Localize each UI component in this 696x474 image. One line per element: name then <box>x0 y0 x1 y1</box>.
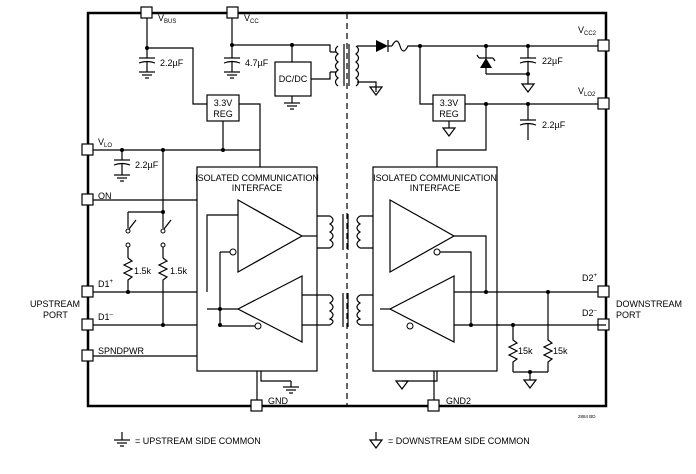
svg-text:ON: ON <box>98 191 112 201</box>
svg-text:1.5k: 1.5k <box>170 266 188 276</box>
pin-gnd: GND <box>250 371 299 412</box>
vlo2-feed <box>436 104 487 167</box>
upstream-label-1: UPSTREAM <box>30 299 80 309</box>
svg-text:VBUS: VBUS <box>158 13 176 25</box>
svg-text:GND: GND <box>268 396 289 406</box>
vcc-wire <box>231 18 293 50</box>
vbus-wire <box>146 18 207 105</box>
svg-text:VCC2: VCC2 <box>578 25 597 37</box>
cap-vlo: 2.2µF <box>113 150 159 182</box>
legend-downstream-common: = DOWNSTREAM SIDE COMMON <box>368 432 530 449</box>
svg-text:D2–: D2– <box>582 308 598 318</box>
svg-text:15k: 15k <box>518 346 533 356</box>
vlo-rail <box>93 149 261 167</box>
pin-vcc2: VCC2 <box>578 25 610 52</box>
pin-spndpwr: SPNDPWR <box>81 346 145 362</box>
rectifier-diode <box>376 40 389 52</box>
right-isolated-interface: ISOLATED COMMUNICATION INTERFACE <box>372 166 606 382</box>
svg-text:VLO: VLO <box>98 137 112 149</box>
pin-gnd2: GND2 <box>394 371 471 412</box>
pin-d1m: D1– <box>81 312 114 331</box>
reg-right: 3.3V REG <box>432 94 466 122</box>
dcdc-return <box>311 72 331 80</box>
pin-vlo: VLO <box>81 137 112 156</box>
svg-text:SPNDPWR: SPNDPWR <box>98 346 145 356</box>
dcdc-to-xfmr <box>292 44 331 52</box>
svg-text:INTERFACE: INTERFACE <box>232 183 283 193</box>
right-xfmr-leads <box>360 215 373 326</box>
svg-text:= UPSTREAM SIDE COMMON: = UPSTREAM SIDE COMMON <box>135 436 261 446</box>
resistor-d2m: 15k <box>507 325 533 372</box>
svg-text:22µF: 22µF <box>542 56 563 66</box>
pin-vlo2: VLO2 <box>578 86 610 110</box>
svg-text:DC/DC: DC/DC <box>279 74 308 84</box>
resistor-d1m: 1.5k <box>157 257 188 325</box>
svg-text:D1–: D1– <box>98 312 114 322</box>
power-transformer <box>330 44 360 87</box>
dcdc-converter: DC/DC <box>274 50 312 110</box>
svg-text:REG: REG <box>439 109 459 119</box>
reg-left-output <box>239 103 261 150</box>
svg-text:3.3V: 3.3V <box>214 98 233 108</box>
left-xfmr-leads <box>317 215 330 326</box>
svg-text:= DOWNSTREAM SIDE COMMON: = DOWNSTREAM SIDE COMMON <box>388 436 530 446</box>
svg-text:3.3V: 3.3V <box>440 98 459 108</box>
signal-transformer-upper <box>328 214 362 250</box>
svg-text:D1+: D1+ <box>98 279 114 289</box>
figure-number: 2884 BD <box>578 414 596 419</box>
svg-text:INTERFACE: INTERFACE <box>410 183 461 193</box>
svg-text:VCC: VCC <box>244 13 259 25</box>
switch-d1m <box>160 212 172 258</box>
svg-text:ISOLATED COMMUNICATION: ISOLATED COMMUNICATION <box>195 173 319 183</box>
cap-vbus: 2.2µF <box>138 48 184 79</box>
reg-left: 3.3V REG <box>206 94 240 122</box>
svg-text:GND2: GND2 <box>446 396 471 406</box>
downstream-label-1: DOWNSTREAM <box>616 299 682 309</box>
svg-text:15k: 15k <box>553 346 568 356</box>
cap-vcc2: 22µF <box>519 46 563 84</box>
cap-vlo2: 2.2µF <box>519 104 566 148</box>
svg-text:2.2µF: 2.2µF <box>135 160 159 170</box>
upstream-label-2: PORT <box>43 310 68 320</box>
xfmr-secondary-bottom <box>357 81 377 92</box>
legend-upstream-common: = UPSTREAM SIDE COMMON <box>114 432 261 447</box>
vcc2-rail <box>388 40 606 52</box>
signal-transformer-lower <box>328 293 362 327</box>
pin-on: ON <box>81 191 112 206</box>
pin-d1p: D1+ <box>81 279 114 298</box>
svg-text:4.7µF: 4.7µF <box>245 58 269 68</box>
svg-text:2.2µF: 2.2µF <box>160 58 184 68</box>
downstream-label-2: PORT <box>616 310 641 320</box>
resistor-d1p: 1.5k <box>122 257 152 292</box>
pullup-supply <box>128 150 164 213</box>
downstream-ground-xfmr <box>368 86 384 96</box>
svg-text:2.2µF: 2.2µF <box>542 120 566 130</box>
left-isolated-interface: ISOLATED COMMUNICATION INTERFACE <box>195 166 319 382</box>
svg-text:1.5k: 1.5k <box>134 266 152 276</box>
reg-right-input <box>419 46 433 105</box>
svg-text:D2+: D2+ <box>582 273 598 283</box>
resistor-d2p: 15k <box>542 292 568 372</box>
cap-vcc: 4.7µF <box>223 45 269 79</box>
zener-diode <box>476 46 496 74</box>
pin-vbus: VBUS <box>140 6 176 25</box>
svg-text:REG: REG <box>213 109 233 119</box>
svg-text:ISOLATED COMMUNICATION: ISOLATED COMMUNICATION <box>373 173 497 183</box>
pin-d2p: D2+ <box>582 273 610 298</box>
svg-text:VLO2: VLO2 <box>578 86 596 98</box>
switch-d1p <box>125 212 137 258</box>
